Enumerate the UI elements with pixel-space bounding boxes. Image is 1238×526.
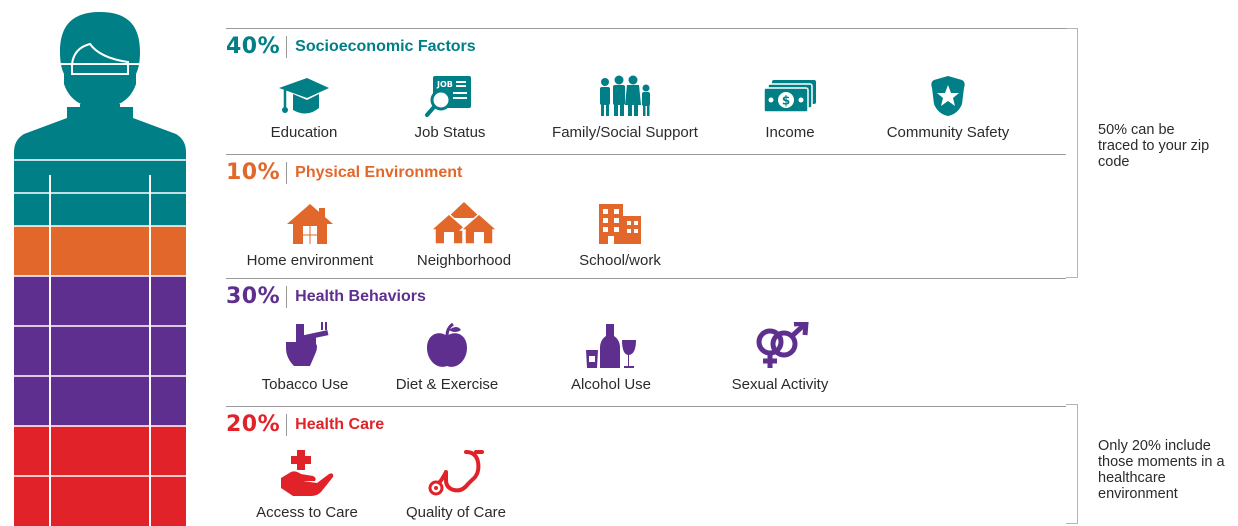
section-title: Socioeconomic Factors bbox=[295, 38, 476, 55]
svg-text:JOB: JOB bbox=[436, 80, 453, 89]
section-header: 10% Physical Environment bbox=[226, 160, 462, 186]
section-socioeconomic: 40% Socioeconomic Factors Education JOB … bbox=[226, 28, 1066, 154]
section-percent: 30% bbox=[226, 284, 281, 309]
section-percent: 40% bbox=[226, 34, 281, 59]
item-diet-exercise: Diet & Exercise bbox=[382, 322, 512, 394]
item-sexual-activity: Sexual Activity bbox=[710, 322, 850, 394]
svg-text:$: $ bbox=[782, 94, 790, 108]
header-separator bbox=[286, 36, 288, 58]
divider bbox=[226, 406, 1066, 407]
section-header: 40% Socioeconomic Factors bbox=[226, 34, 476, 60]
item-school-work: School/work bbox=[558, 200, 682, 270]
section-percent: 20% bbox=[226, 412, 281, 437]
item-label: Education bbox=[270, 124, 338, 141]
gender-symbols-icon bbox=[756, 322, 809, 368]
family-icon bbox=[600, 75, 650, 116]
section-header: 30% Health Behaviors bbox=[226, 284, 426, 310]
section-title: Physical Environment bbox=[295, 164, 463, 181]
divider bbox=[226, 28, 1066, 29]
apple-icon bbox=[427, 322, 467, 367]
person-figure bbox=[14, 12, 186, 526]
stethoscope-icon bbox=[428, 450, 484, 496]
house-icon bbox=[287, 204, 333, 244]
header-separator bbox=[286, 162, 288, 184]
graduation-cap-icon bbox=[279, 78, 329, 114]
item-label: Neighborhood bbox=[416, 252, 512, 269]
note-healthcare: Only 20% include those moments in a heal… bbox=[1098, 438, 1225, 502]
police-badge-icon bbox=[931, 76, 965, 116]
header-separator bbox=[286, 414, 288, 436]
item-label: Access to Care bbox=[256, 504, 358, 521]
cigarette-hand-icon bbox=[286, 322, 329, 366]
item-label: Quality of Care bbox=[405, 504, 507, 521]
item-home-environment: Home environment bbox=[228, 200, 392, 270]
item-label: Alcohol Use bbox=[570, 376, 652, 393]
item-family-social-support: Family/Social Support bbox=[530, 74, 720, 142]
item-neighborhood: Neighborhood bbox=[402, 200, 526, 270]
item-label: Income bbox=[765, 124, 815, 141]
bracket-healthcare bbox=[1066, 404, 1078, 524]
alcohol-icon bbox=[586, 324, 636, 368]
header-separator bbox=[286, 286, 288, 308]
body-bands bbox=[14, 107, 186, 526]
section-health-care: 20% Health Care Access to Care Quality o… bbox=[226, 406, 1066, 526]
item-quality-of-care: Quality of Care bbox=[396, 448, 516, 522]
item-label: Sexual Activity bbox=[731, 376, 829, 393]
bracket-zip-code bbox=[1066, 28, 1078, 278]
divider bbox=[226, 278, 1066, 279]
section-health-behaviors: 30% Health Behaviors Tobacco Use Diet & … bbox=[226, 278, 1066, 406]
hand-cross-icon bbox=[281, 450, 334, 496]
section-header: 20% Health Care bbox=[226, 412, 384, 438]
item-label: Tobacco Use bbox=[261, 376, 349, 393]
note-zip-code: 50% can be traced to your zip code bbox=[1098, 122, 1210, 170]
item-education: Education bbox=[234, 74, 374, 142]
section-title: Health Behaviors bbox=[295, 288, 426, 305]
item-label: School/work bbox=[579, 252, 661, 269]
section-percent: 10% bbox=[226, 160, 281, 185]
job-search-icon: JOB bbox=[425, 76, 471, 117]
item-label: Diet & Exercise bbox=[395, 376, 499, 393]
item-income: $ Income bbox=[730, 74, 850, 142]
item-tobacco-use: Tobacco Use bbox=[240, 322, 370, 394]
item-label: Family/Social Support bbox=[552, 124, 698, 141]
item-community-safety: Community Safety bbox=[858, 74, 1038, 142]
item-label: Community Safety bbox=[886, 124, 1010, 141]
head-shape bbox=[60, 12, 140, 108]
section-physical-environment: 10% Physical Environment Home environmen… bbox=[226, 154, 1066, 278]
item-job-status: JOB Job Status bbox=[390, 74, 510, 142]
item-access-to-care: Access to Care bbox=[246, 448, 368, 522]
building-icon bbox=[599, 204, 641, 244]
item-label: Job Status bbox=[414, 124, 486, 141]
money-icon: $ bbox=[763, 80, 816, 113]
neighborhood-icon bbox=[429, 202, 499, 245]
divider bbox=[226, 154, 1066, 155]
item-alcohol-use: Alcohol Use bbox=[556, 322, 666, 394]
item-label: Home environment bbox=[246, 252, 374, 269]
section-title: Health Care bbox=[295, 416, 385, 433]
